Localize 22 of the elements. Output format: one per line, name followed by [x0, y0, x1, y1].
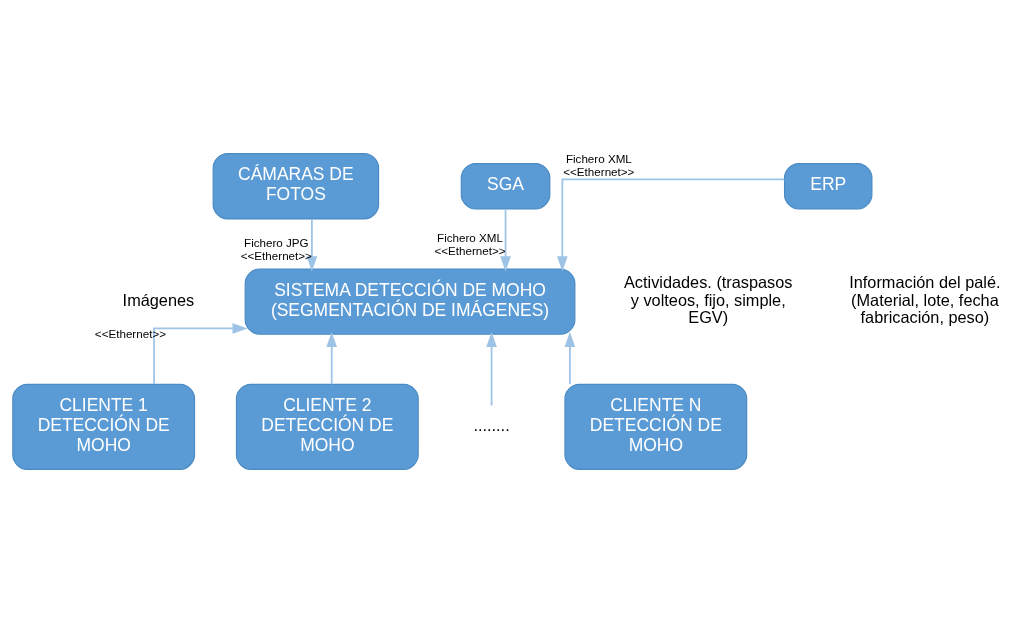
arrow: [500, 208, 511, 272]
node-box: CLIENTE 1 DETECCIÓN DE MOHO: [12, 383, 196, 470]
label: Imágenes: [122, 290, 195, 309]
label: Información del palé. (Material, lote, fecha fabricación, peso): [849, 273, 1001, 327]
label: Actividades. (traspasos y volteos, fijo, simple, EGV): [624, 273, 793, 327]
arrow: [486, 331, 497, 407]
edge-label: Fichero XML <<Ethernet>>: [434, 231, 506, 258]
node-box: CÁMARAS DE FOTOS: [212, 153, 380, 220]
node-box: SGA: [460, 163, 551, 210]
node-box: ERP: [783, 163, 873, 210]
arrow: [153, 323, 248, 385]
edge-label: <<Ethernet>>: [94, 326, 166, 340]
arrow: [306, 218, 318, 272]
arrow: [564, 331, 576, 386]
node-box: CLIENTE N DETECCIÓN DE MOHO: [564, 383, 748, 470]
node-box: SISTEMA DETECCIÓN DE MOHO (SEGMENTACIÓN DE IMÁGENES): [244, 268, 576, 335]
node-text: ........: [473, 416, 510, 435]
arrow: [326, 331, 337, 386]
edge-label: Fichero JPG <<Ethernet>>: [240, 236, 312, 263]
edge-label: Fichero XML <<Ethernet>>: [563, 151, 635, 178]
node-box: CLIENTE 2 DETECCIÓN DE MOHO: [235, 383, 419, 470]
arrow: [557, 178, 786, 272]
